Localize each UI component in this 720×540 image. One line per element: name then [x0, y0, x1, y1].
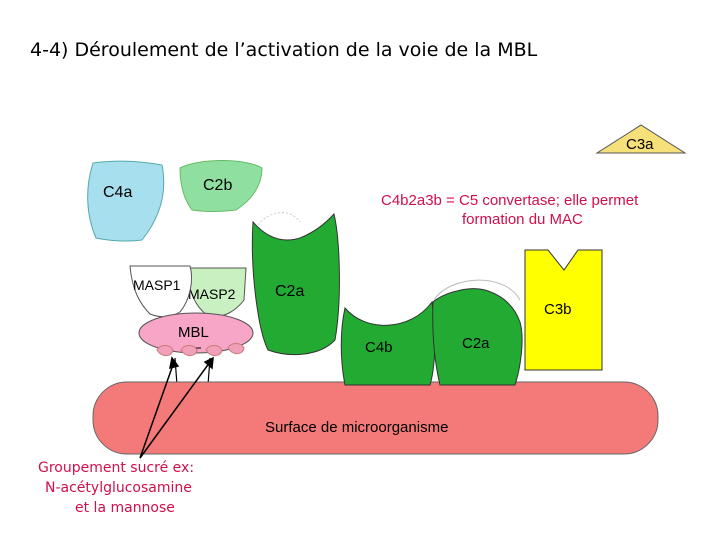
masp1-protein: MASP1 [129, 265, 193, 318]
sugar-caption-line1: Groupement sucré ex: [38, 460, 194, 476]
c2a-right-outline [433, 279, 521, 301]
c2b-fragment: C2b [179, 160, 263, 212]
c4a-fragment: C4a [87, 160, 165, 242]
mbl-label: MBL [178, 324, 209, 341]
surface-label: Surface de microorganisme [265, 419, 448, 436]
convertase-text-line2: formation du MAC [462, 211, 583, 228]
sugar-caption-line2: N-acétylglucosamine [45, 480, 192, 496]
sugar-pointer-arrows [139, 356, 214, 459]
carbohydrate-binding-heads [156, 343, 245, 357]
convertase-text-line1: C4b2a3b = C5 convertase; elle permet [381, 192, 639, 209]
c4b-protein: C4b [340, 300, 436, 386]
page-title: 4-4) Déroulement de l’activation de la v… [30, 39, 538, 61]
c3b-label: C3b [544, 301, 572, 318]
sugar-caption-line3: et la mannose [75, 500, 175, 516]
c3a-fragment: C3a [595, 124, 687, 154]
masp2-label: MASP2 [188, 286, 236, 302]
c3b-protein: C3b [524, 249, 603, 371]
c4a-label: C4a [103, 184, 132, 201]
c2a-protein-left: C2a [251, 212, 340, 356]
masp1-label: MASP1 [133, 277, 181, 293]
released-fragment-outline [257, 212, 301, 226]
microorganism-surface: Surface de microorganisme [92, 381, 659, 455]
c4b-label: C4b [365, 339, 393, 356]
c2a-left-label: C2a [275, 283, 304, 300]
mbl-protein: MBL [138, 312, 254, 354]
c2a-right-label: C2a [462, 335, 490, 352]
c2b-label: C2b [203, 177, 232, 194]
c3a-label: C3a [626, 136, 654, 153]
masp2-protein: MASP2 [185, 267, 247, 319]
c2a-protein-right: C2a [432, 288, 523, 386]
